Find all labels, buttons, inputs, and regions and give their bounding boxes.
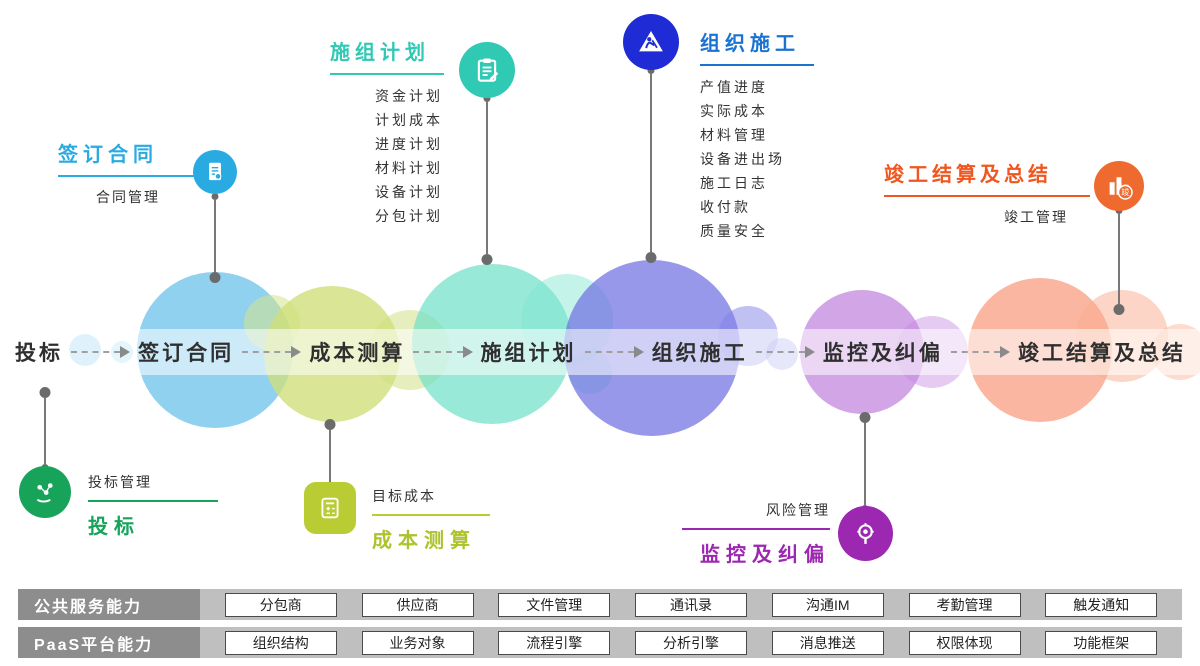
connector-line-construct [650,74,652,252]
callout-construct-item: 施工日志 [700,175,768,191]
callout-monitor-title: 监控及纠偏 [700,544,830,566]
callout-bid: 投标管理 投标 [88,472,218,539]
service-item: 文件管理 [498,592,611,617]
callout-monitor-item: 风险管理 [682,500,830,530]
callout-construct-item: 产值进度 [700,79,768,95]
contract-document-icon [193,150,237,194]
stage-contract: 签订合同 [138,342,235,365]
callout-plan-item: 资金计划 [375,88,443,104]
paas-item: 权限体现 [908,630,1021,655]
construction-worker-icon [623,14,679,70]
callout-contract: 签订合同 合同管理 [58,138,198,207]
callout-monitor: 风险管理 监控及纠偏 [682,500,830,567]
calculator-glyph [321,497,339,519]
flow-arrow [755,346,815,358]
connector-line-contract [214,200,216,272]
service-item: 分包商 [224,592,337,617]
connector-line-bid [44,398,46,464]
hand-network-icon [19,466,71,518]
callout-completion-item: 竣工管理 [1004,209,1068,225]
callout-construct-item: 收付款 [700,199,751,215]
target-pin-icon [838,506,893,561]
paas-item: 业务对象 [361,630,474,655]
service-item: 通讯录 [635,592,747,617]
paas-row-items: 组织结构 业务对象 流程引擎 分析引擎 消息推送 权限体现 功能框架 [200,630,1182,655]
stage-bid: 投标 [15,342,63,365]
callout-construct: 组织施工 产值进度 实际成本 材料管理 设备进出场 施工日志 收付款 质量安全 [700,27,814,243]
connector-line-plan [486,102,488,254]
callout-bid-title: 投标 [88,516,140,538]
callout-cost-title: 成本测算 [372,530,476,552]
paas-row-header: PaaS平台能力 [18,627,200,658]
callout-construct-list: 产值进度 实际成本 材料管理 设备进出场 施工日志 收付款 质量安全 [700,75,814,243]
callout-cost-item: 目标成本 [372,486,490,516]
callout-cost: 目标成本 成本测算 [372,486,490,553]
callout-plan-item: 分包计划 [375,208,443,224]
callout-contract-title: 签订合同 [58,138,198,177]
callout-plan-item: 材料计划 [375,160,443,176]
flow-arrow [413,346,473,358]
callout-plan-item: 计划成本 [375,112,443,128]
callout-construct-item: 实际成本 [700,103,768,119]
paas-item: 流程引擎 [498,630,611,655]
callout-completion: 竣工结算及总结 竣工管理 [884,158,1090,227]
service-item: 考勤管理 [908,592,1021,617]
service-row-items: 分包商 供应商 文件管理 通讯录 沟通IM 考勤管理 触发通知 [200,592,1182,617]
callout-bid-item: 投标管理 [88,472,218,502]
completion-building-glyph: 竣 [1109,177,1133,200]
callout-completion-title: 竣工结算及总结 [884,158,1090,197]
hand-network-glyph [36,483,53,503]
callout-construct-title: 组织施工 [700,27,814,66]
stage-plan: 施组计划 [480,342,577,365]
connector-line-completion [1118,214,1120,304]
clipboard-plan-glyph [477,58,499,82]
paas-item: 组织结构 [224,630,337,655]
completion-building-icon: 竣 [1094,161,1144,211]
callout-plan-item: 进度计划 [375,136,443,152]
flow-arrow [242,346,302,358]
service-item: 供应商 [361,592,474,617]
connector-line-monitor [864,423,866,505]
service-capability-row: 公共服务能力 分包商 供应商 文件管理 通讯录 沟通IM 考勤管理 触发通知 [18,589,1182,620]
callout-construct-item: 设备进出场 [700,151,785,167]
paas-item: 功能框架 [1045,630,1158,655]
service-row-header: 公共服务能力 [18,589,200,620]
completion-badge-char: 竣 [1121,187,1129,197]
construction-worker-glyph [639,31,663,52]
paas-capability-row: PaaS平台能力 组织结构 业务对象 流程引擎 分析引擎 消息推送 权限体现 功… [18,627,1182,658]
stage-cost: 成本测算 [309,342,406,365]
paas-item: 分析引擎 [635,630,747,655]
callout-construct-item: 质量安全 [700,223,768,239]
callout-plan: 施组计划 资金计划 计划成本 进度计划 材料计划 设备计划 分包计划 [330,36,444,228]
flow-arrow [950,346,1011,358]
stage-completion: 竣工结算及总结 [1018,342,1187,365]
process-timeline: 投标 签订合同 成本测算 施组计划 组织施工 监控及纠偏 竣工结算及总结 [15,331,1186,373]
contract-document-glyph [209,162,222,181]
paas-item: 消息推送 [771,630,884,655]
stage-monitor: 监控及纠偏 [822,342,943,365]
callout-construct-item: 材料管理 [700,127,768,143]
flow-arrow [584,346,644,358]
flow-arrow [71,346,131,358]
callout-contract-item: 合同管理 [96,189,160,205]
service-item: 触发通知 [1045,592,1158,617]
calculator-icon [304,482,356,534]
callout-plan-title: 施组计划 [330,36,444,75]
callout-plan-item: 设备计划 [375,184,443,200]
clipboard-plan-icon [459,42,515,98]
callout-plan-list: 资金计划 计划成本 进度计划 材料计划 设备计划 分包计划 [330,84,444,228]
service-item: 沟通IM [771,592,884,617]
connector-line-cost [329,430,331,482]
target-pin-glyph [857,523,874,544]
stage-construct: 组织施工 [651,342,748,365]
